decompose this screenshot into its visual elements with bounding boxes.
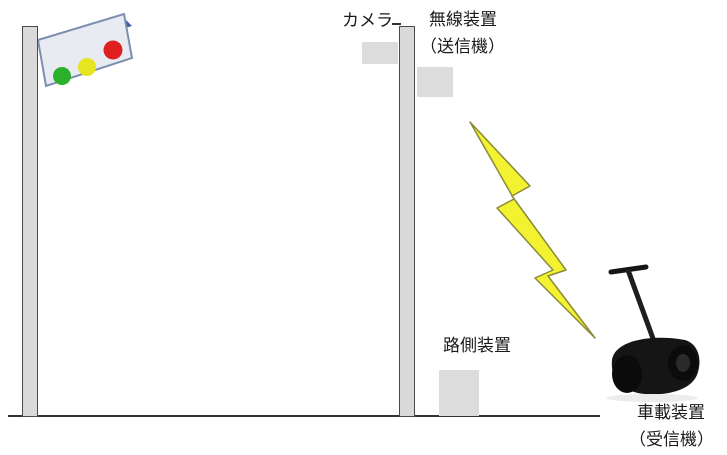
wireless-transmitter-device	[417, 67, 453, 97]
roadside-unit-device	[439, 370, 479, 416]
traffic-light-red-lamp	[103, 40, 123, 60]
traffic-light	[36, 12, 134, 88]
personal-mobility-vehicle	[606, 264, 700, 402]
camera-label-leader	[392, 23, 401, 25]
traffic-light-yellow-lamp	[78, 58, 96, 76]
wireless-signal-bolt	[469, 121, 596, 339]
camera-label: カメラ	[342, 11, 393, 31]
vehicle-role-label: （受信機）	[629, 430, 714, 450]
signal-pole	[22, 26, 38, 417]
wireless-role-label: （送信機）	[420, 37, 505, 57]
camera-device	[362, 42, 398, 64]
wireless-device-label: 無線装置	[429, 10, 497, 30]
vehicle-device-label: 車載装置	[637, 403, 705, 423]
camera-pole	[399, 26, 415, 417]
roadside-unit-label: 路側装置	[443, 336, 511, 356]
traffic-light-green-lamp	[53, 67, 71, 85]
